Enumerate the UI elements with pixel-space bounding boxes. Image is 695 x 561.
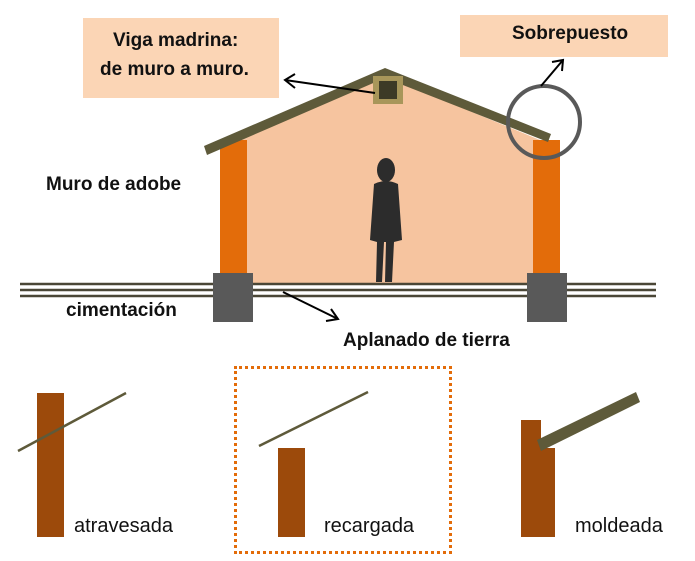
caption-atravesada: atravesada: [74, 515, 173, 537]
arrow-sobrepuesto: [540, 58, 565, 87]
caption-recargada: recargada: [324, 515, 415, 537]
sobrepuesto-label: Sobrepuesto: [512, 23, 629, 44]
viga-madrina-label-2: de muro a muro.: [100, 59, 249, 80]
left-adobe-wall: [220, 140, 247, 275]
atravesada-wall: [37, 393, 64, 537]
detail-atravesada: [17, 391, 127, 537]
arrow-aplanado: [282, 291, 340, 322]
muro-de-adobe-label: Muro de adobe: [46, 174, 182, 195]
cimentacion-label: cimentación: [66, 300, 177, 321]
right-adobe-wall: [533, 140, 560, 275]
caption-moldeada: moldeada: [575, 515, 663, 537]
detail-moldeada: [521, 392, 640, 537]
roof: [204, 68, 551, 155]
detail-recargada: [258, 390, 369, 537]
right-foundation: [527, 273, 567, 322]
recargada-wall: [278, 448, 305, 537]
recargada-beam: [258, 390, 369, 448]
moldeada-wall: [521, 448, 555, 537]
arrow-viga-madrina: [283, 73, 376, 94]
aplanado-de-tierra-label: Aplanado de tierra: [343, 330, 510, 351]
viga-madrina-label-1: Viga madrina:: [113, 30, 239, 51]
moldeada-beam: [537, 392, 640, 451]
viga-madrina-box: [83, 18, 279, 98]
sobrepuesto-box: [460, 15, 668, 57]
person-silhouette: [370, 158, 402, 282]
eave-callout-circle: [506, 84, 582, 160]
ridge-beam-inner: [379, 81, 397, 99]
left-foundation: [213, 273, 253, 322]
atravesada-beam: [17, 391, 127, 453]
recargada-highlight-frame: [234, 366, 452, 554]
